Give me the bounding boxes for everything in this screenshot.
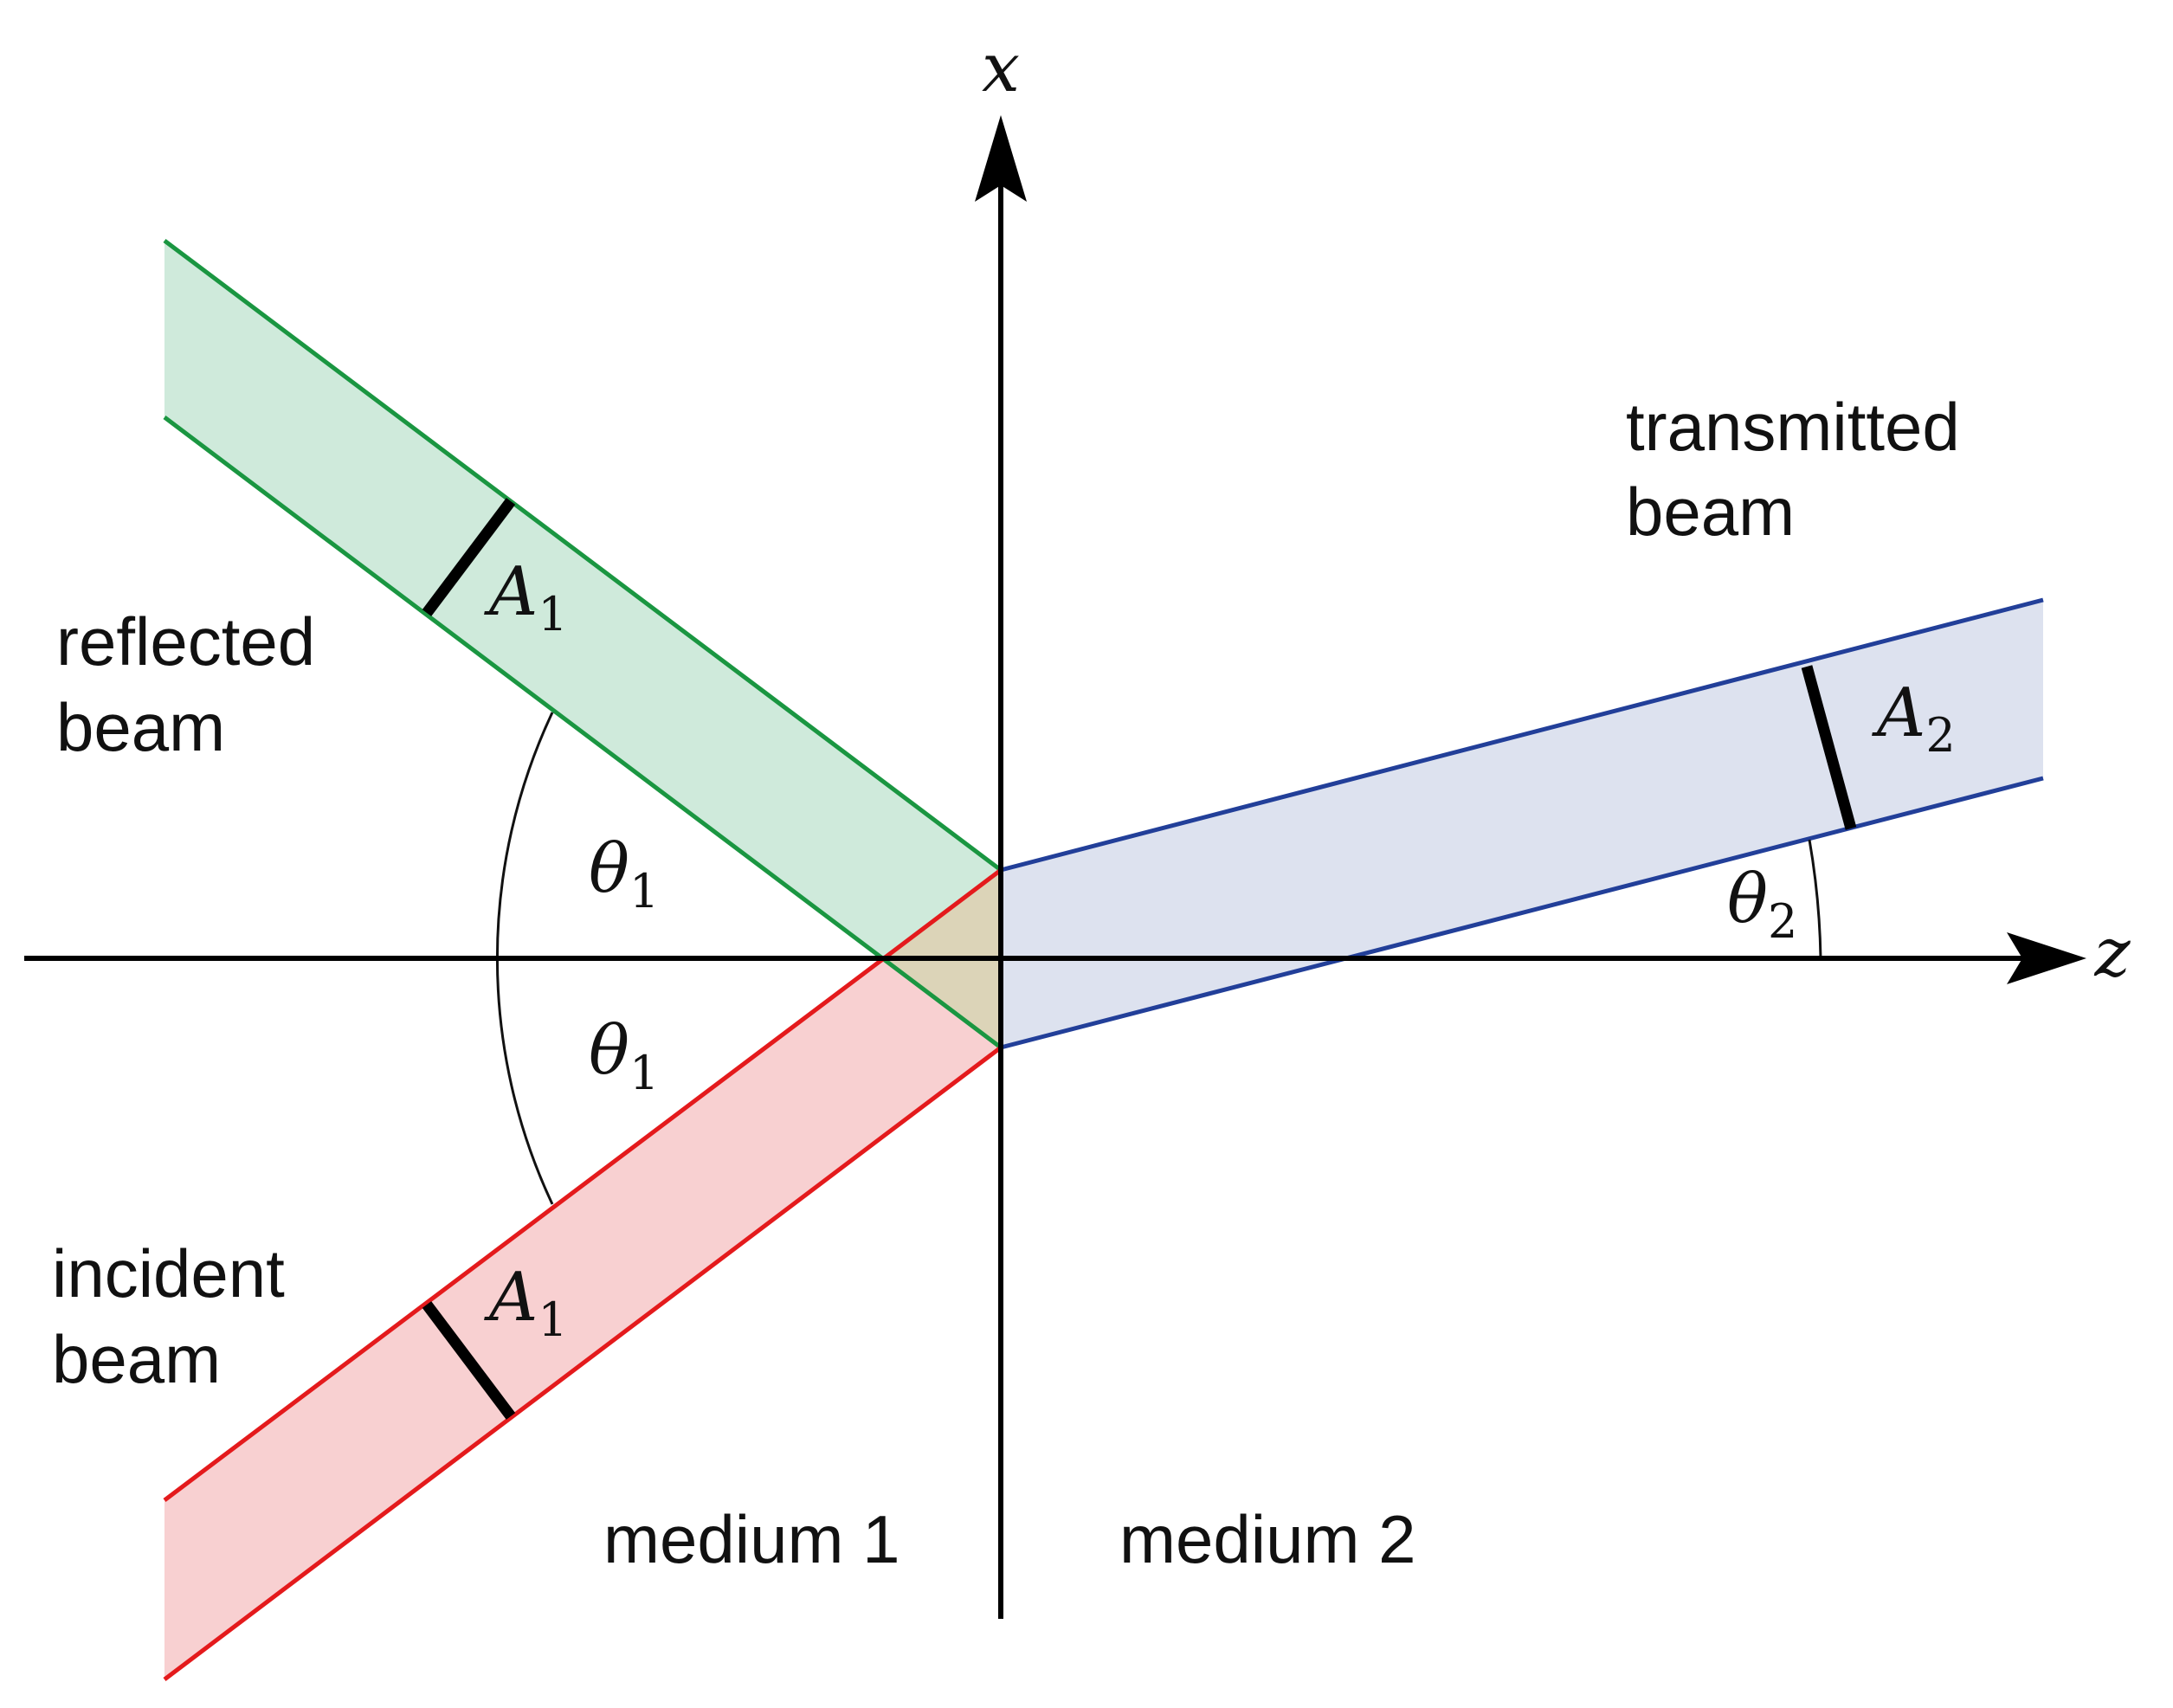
medium-2-label: medium 2: [1119, 1501, 1415, 1577]
z-axis-arrowhead: [2007, 932, 2086, 984]
incident-beam-label-line2: beam: [52, 1321, 221, 1397]
incident-beam-edge-lower: [163, 1046, 1003, 1681]
x-axis-arrowhead: [975, 115, 1027, 202]
reflected-width-marker: [422, 498, 516, 616]
transmitted-beam-label-line2: beam: [1626, 474, 1795, 550]
transmitted-width-marker: [1801, 665, 1857, 830]
incident-beam-edge-upper: [163, 957, 886, 1502]
transmitted-beam-band: [1001, 600, 2043, 1047]
transmitted-beam-edge-upper: [1000, 597, 2044, 873]
reflected-beam-band: [164, 241, 1001, 1047]
incident-width-label: A1: [484, 1259, 568, 1347]
incident-beam-band: [164, 870, 1001, 1679]
transmitted-beam-edge-lower: [1000, 776, 2044, 1050]
x-axis-label: x: [982, 29, 1020, 107]
medium-1-label: medium 1: [603, 1501, 900, 1577]
reflected-beam-edge-lower: [163, 416, 1003, 1049]
transmitted-width-label: A2: [1872, 674, 1956, 763]
reflected-beam-edge-upper: [163, 239, 1003, 872]
transmitted-beam-label-line1: transmitted: [1626, 389, 1960, 465]
theta1-lower-label: θ1: [589, 1012, 659, 1100]
z-axis-label: z: [2093, 914, 2131, 992]
incident-beam-edge-inside: [882, 868, 1003, 960]
reflected-beam-label-line1: reflected: [56, 603, 315, 680]
theta1-upper-label: θ1: [589, 830, 659, 918]
theta2-label: θ2: [1727, 860, 1797, 949]
incident-beam-label-line1: incident: [52, 1235, 285, 1312]
theta2-arc: [1808, 839, 1822, 959]
reflected-width-label: A1: [484, 553, 568, 641]
reflected-beam-label-line2: beam: [56, 689, 225, 765]
incident-width-marker: [422, 1301, 516, 1420]
